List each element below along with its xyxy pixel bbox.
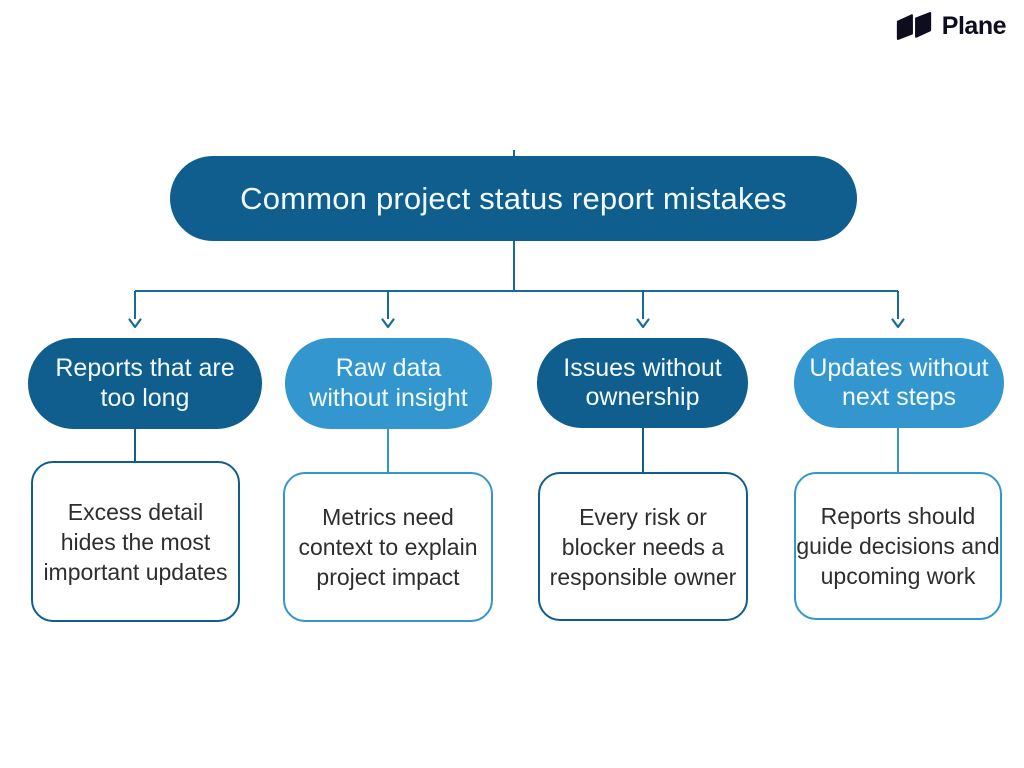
arrow-head-icon bbox=[636, 318, 650, 329]
branch-pill: Reports that are too long bbox=[28, 338, 262, 429]
arrow-head-icon bbox=[891, 318, 905, 329]
branch-pill: Raw data without insight bbox=[285, 338, 492, 429]
branch-note: Every risk or blocker needs a responsibl… bbox=[538, 472, 748, 621]
arrow-head-icon bbox=[128, 318, 142, 329]
plane-logo-text: Plane bbox=[941, 11, 1007, 40]
arrow-head-icon bbox=[381, 318, 395, 329]
branch-pill: Updates without next steps bbox=[794, 338, 1004, 428]
branch-note: Reports should guide decisions and upcom… bbox=[794, 472, 1002, 620]
branch-note: Metrics need context to explain project … bbox=[283, 472, 493, 622]
branch-pill: Issues without ownership bbox=[537, 338, 748, 428]
branch-note: Excess detail hides the most important u… bbox=[31, 461, 240, 622]
diagram-title: Common project status report mistakes bbox=[170, 156, 857, 241]
plane-logo-icon bbox=[896, 12, 931, 40]
plane-logo: Plane bbox=[894, 11, 1007, 41]
